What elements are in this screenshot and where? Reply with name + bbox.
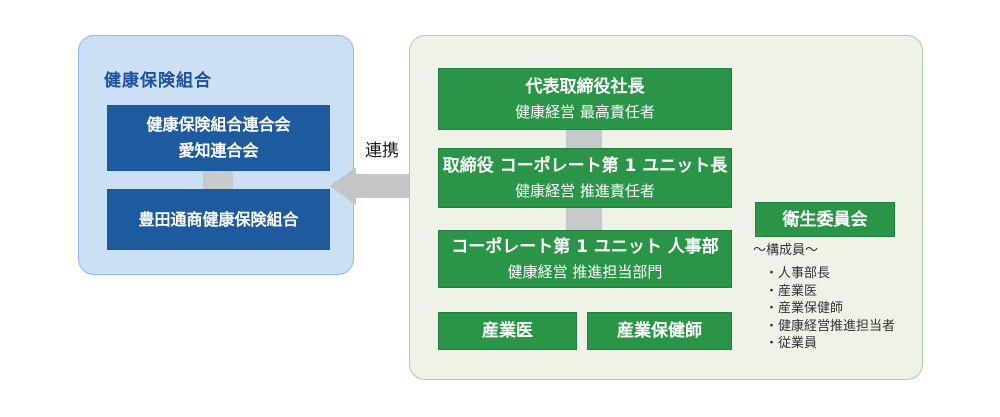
committee-member-item: ・従業員 — [765, 336, 818, 351]
toyota-tsusho-union-box: 豊田通商健康保険組合 — [107, 189, 330, 250]
federation-box: 健康保険組合連合会 愛知連合会 — [107, 105, 330, 171]
president-box-title: 代表取締役社長 — [525, 77, 645, 97]
committee-member-item: ・産業保健師 — [765, 301, 844, 316]
committee-member-item: ・産業医 — [765, 283, 818, 299]
hr-department-box-subtitle: 健康経営 推進担当部門 — [507, 263, 663, 281]
committee-member-item: ・健康経営推進担当者 — [765, 318, 896, 334]
federation-box-line2: 愛知連合会 — [178, 141, 259, 160]
director-box: 取締役 コーポレート第 1 ユニット長 健康経営 推進責任者 — [438, 148, 732, 208]
director-box-title: 取締役 コーポレート第 1 ユニット長 — [442, 156, 728, 176]
president-box: 代表取締役社長 健康経営 最高責任者 — [438, 68, 732, 130]
safety-health-committee-box-title: 衛生委員会 — [782, 209, 868, 230]
toyota-tsusho-union-box-line1: 豊田通商健康保険組合 — [138, 209, 299, 229]
connector-line — [566, 207, 602, 231]
occupational-health-nurse-box: 産業保健師 — [587, 312, 732, 350]
connector-line — [203, 170, 233, 190]
president-box-subtitle: 健康経営 最高責任者 — [515, 103, 655, 121]
safety-health-committee-box: 衛生委員会 — [755, 202, 895, 237]
connector-line — [566, 129, 602, 149]
director-box-subtitle: 健康経営 推進責任者 — [515, 182, 655, 200]
occupational-health-nurse-box-title: 産業保健師 — [617, 321, 702, 341]
left-panel-title: 健康保険組合 — [104, 71, 212, 91]
hr-department-box-title: コーポレート第 1 ユニット 人事部 — [451, 237, 719, 257]
committee-members-list: 〜構成員〜 ・人事部長 ・産業医 ・産業保健師 ・健康経営推進担当者 ・従業員 — [753, 242, 925, 353]
committee-member-item: ・人事部長 — [765, 266, 831, 281]
occupational-physician-box-title: 産業医 — [482, 321, 533, 341]
hr-department-box: コーポレート第 1 ユニット 人事部 健康経営 推進担当部門 — [438, 230, 732, 288]
occupational-physician-box: 産業医 — [438, 312, 577, 350]
collaboration-label: 連携 — [365, 141, 399, 161]
committee-members-heading: 〜構成員〜 — [753, 243, 819, 258]
federation-box-line1: 健康保険組合連合会 — [146, 115, 291, 134]
